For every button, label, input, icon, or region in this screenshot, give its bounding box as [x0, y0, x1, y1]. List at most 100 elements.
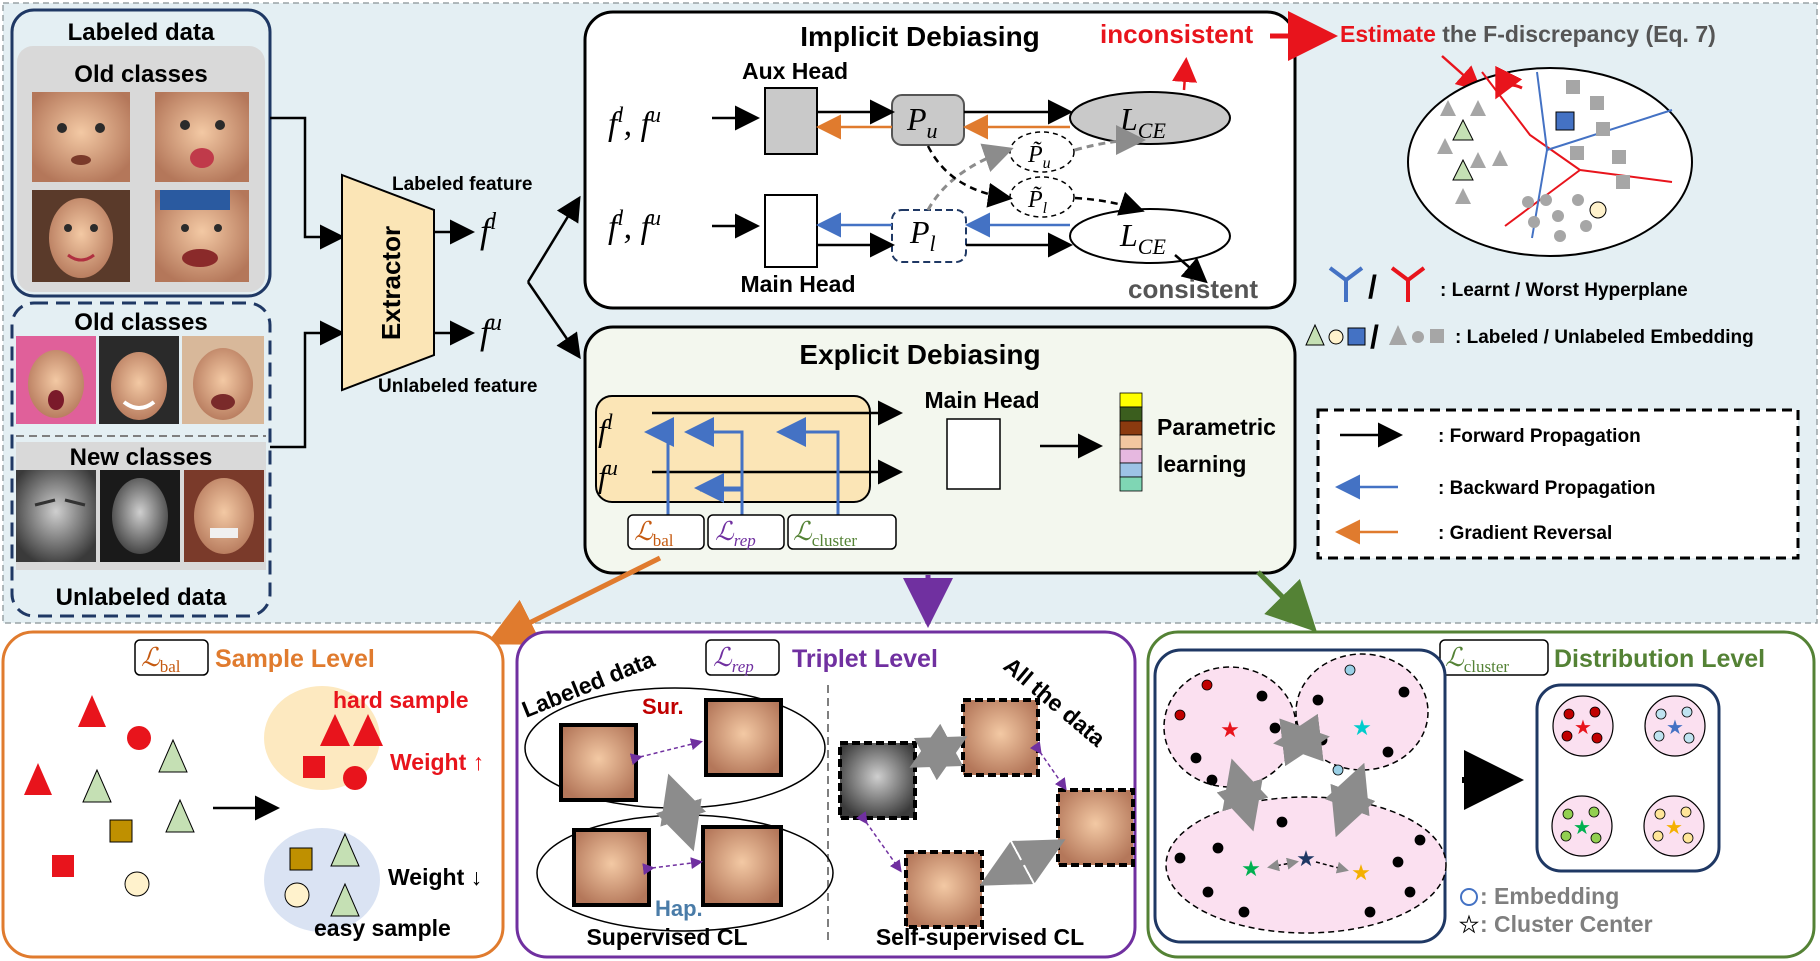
embedding-dot — [1276, 816, 1288, 828]
distribution-level-panel: ℒcluster Distribution Level ★ ★ ★ ★ ★ ★★… — [1146, 630, 1816, 959]
unlabeled-feature-label: Unlabeled feature — [378, 376, 537, 397]
labeled-data-title: Labeled data — [68, 19, 215, 46]
face-image — [961, 698, 1040, 777]
triplet-level-title: Triplet Level — [792, 645, 938, 673]
cluster-center-star: ★ — [1573, 817, 1591, 839]
explicit-main-head-label: Main Head — [924, 387, 1039, 413]
embedding-dot — [1174, 709, 1186, 721]
learning-label: learning — [1157, 451, 1246, 477]
embedding-dot — [1190, 752, 1202, 764]
embedding-dot — [1680, 806, 1692, 818]
embedding-dot — [1269, 722, 1281, 734]
implicit-title: Implicit Debiasing — [800, 21, 1040, 52]
legend-embedding: / : Labeled / Unlabeled Embedding — [1305, 319, 1754, 355]
unlabeled-embedding-circle — [1522, 196, 1534, 208]
face-image — [182, 336, 264, 424]
propagation-legend: : Forward Propagation : Backward Propaga… — [1316, 408, 1800, 560]
face-image — [184, 470, 264, 562]
face-image — [155, 190, 249, 282]
face-image — [16, 470, 96, 562]
face-image — [99, 336, 179, 424]
loss-bal-box — [627, 514, 705, 550]
embedding-dot — [1364, 906, 1376, 918]
labeled-feature-label: Labeled feature — [392, 174, 532, 195]
arrow-to-distribution-level — [1256, 570, 1318, 633]
inconsistent-label: inconsistent — [1100, 19, 1253, 49]
embedding-dot — [1398, 686, 1410, 698]
hyperplane-legend-label: : Learnt / Worst Hyperplane — [1440, 280, 1688, 301]
sur-label: Sur. — [642, 694, 684, 719]
embedding-dot — [1312, 694, 1324, 706]
parametric-stack — [1119, 392, 1143, 492]
embedding-dot — [1591, 732, 1603, 744]
fork-arrows — [526, 195, 581, 360]
embedding-dot — [1392, 856, 1404, 868]
sample-level-title: Sample Level — [215, 645, 375, 673]
reversal-label: : Gradient Reversal — [1438, 523, 1612, 544]
p-l-tilde-label: P̃l — [1027, 186, 1048, 217]
extractor-label: Extractor — [376, 226, 406, 340]
old-classes-title-2: Old classes — [74, 309, 207, 336]
star-legend-icon: ★ — [1459, 912, 1479, 937]
loss-cluster-box — [787, 514, 897, 550]
supervised-cl-label: Supervised CL — [586, 924, 747, 950]
self-supervised-cl-label: Self-supervised CL — [876, 924, 1084, 950]
embedding-dot — [1206, 774, 1218, 786]
main-head-label: Main Head — [740, 271, 855, 297]
svg-text:/: / — [1370, 319, 1379, 355]
main-head-box — [764, 194, 818, 268]
triplet-loss-label: ℒrep — [713, 643, 754, 676]
explicit-main-head-box — [946, 418, 1001, 490]
face-image — [904, 850, 984, 929]
unlabeled-embedding-square — [1612, 150, 1626, 164]
embedding-dot — [1414, 834, 1426, 846]
distribution-level-title: Distribution Level — [1554, 645, 1765, 673]
face-image — [16, 336, 96, 424]
embedding-legend-label: : Labeled / Unlabeled Embedding — [1455, 327, 1754, 348]
parametric-stack-cell — [1119, 420, 1143, 436]
parametric-stack-cell — [1119, 476, 1143, 492]
face-image — [1056, 788, 1135, 867]
labeled-embedding-circle — [1589, 201, 1607, 219]
extractor: Extractor — [341, 173, 435, 392]
embedding-dot — [1256, 690, 1268, 702]
face-image — [701, 825, 783, 907]
cluster-center-star: ★ — [1352, 715, 1372, 740]
unlabeled-embedding-circle — [1540, 194, 1552, 206]
embedding-dot — [1653, 730, 1665, 742]
embedding-dot — [1332, 764, 1344, 776]
unlabeled-embedding-triangle — [1470, 100, 1486, 116]
labeled-embedding-triangle — [1452, 158, 1474, 181]
cluster-center-label: : Cluster Center — [1480, 911, 1653, 937]
sample-level-panel: ℒbal Sample Level hard sample Weight ↑ W… — [1, 630, 505, 959]
input-connectors — [270, 116, 345, 449]
embedding-dot — [1655, 708, 1667, 720]
explicit-debiasing-panel: Explicit Debiasing fl fu ℒbal ℒrep ℒclus… — [583, 325, 1297, 575]
unlabeled-embedding-square — [1616, 175, 1630, 189]
implicit-debiasing-panel: Implicit Debiasing Aux Head Main Head fl… — [583, 10, 1297, 310]
embedding-dot — [1682, 832, 1694, 844]
face-image — [704, 698, 783, 777]
unlabeled-embedding-triangle — [1437, 138, 1453, 154]
embedding-dot — [1316, 734, 1328, 746]
aux-head-box — [764, 87, 818, 155]
unlabeled-embedding-square — [1590, 96, 1604, 110]
embedding-dot — [1238, 906, 1250, 918]
labeled-embedding-triangle — [1452, 118, 1474, 141]
face-image — [155, 92, 249, 182]
face-image — [32, 190, 130, 282]
hard-sample-label: hard sample — [333, 687, 469, 713]
embedding-label: : Embedding — [1480, 883, 1619, 909]
unlabeled-embedding-circle — [1528, 216, 1540, 228]
sample-loss-box — [134, 639, 209, 676]
compact-clusters: ★★★★ — [1560, 706, 1695, 844]
estimate-label: Estimate the F-discrepancy (Eq. 7) — [1340, 21, 1716, 47]
unlabeled-embedding-triangle — [1455, 188, 1471, 204]
embedding-dot — [1404, 886, 1416, 898]
labeled-data-panel: Labeled data Old classes — [10, 8, 272, 298]
explicit-title: Explicit Debiasing — [799, 339, 1040, 370]
loss-rep-label: ℒrep — [715, 517, 756, 550]
unlabeled-embedding-triangle — [1492, 150, 1508, 166]
embedding-dot — [1212, 842, 1224, 854]
